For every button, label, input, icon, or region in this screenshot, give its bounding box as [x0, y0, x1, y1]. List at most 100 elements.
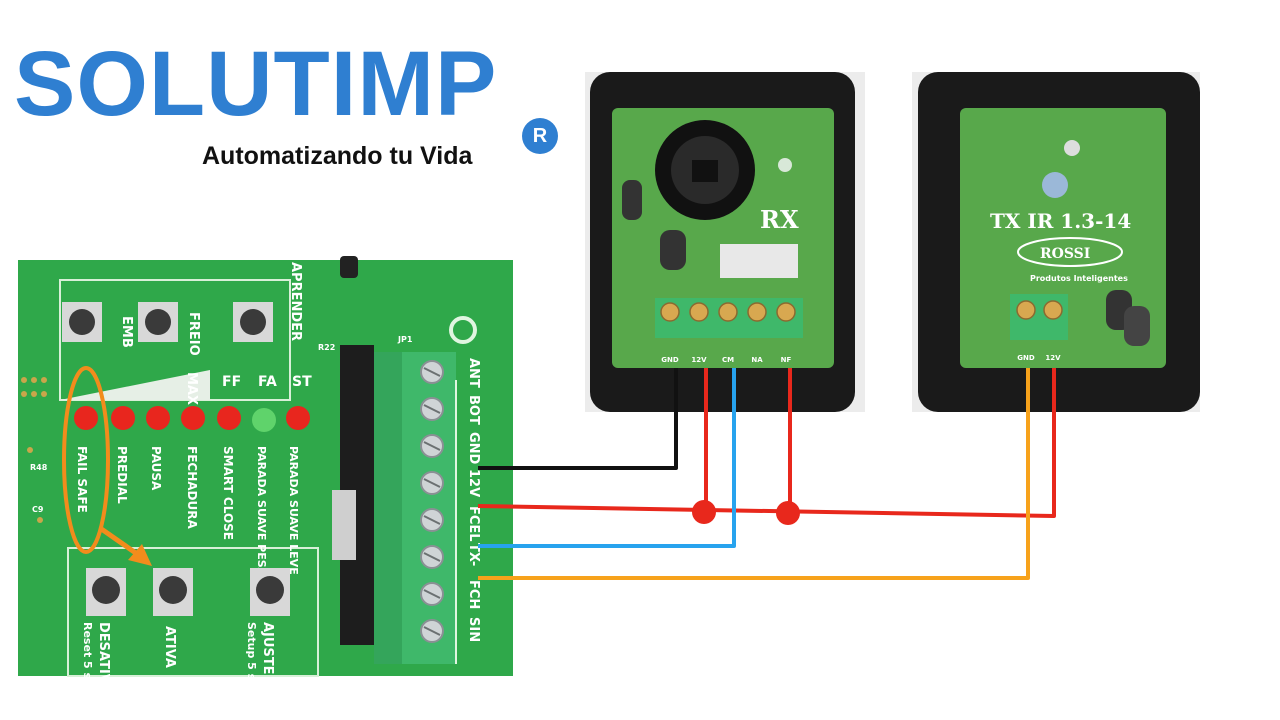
- label-setup: Setup 5 s: [245, 622, 258, 681]
- board-terminal-screw: [420, 619, 444, 643]
- label-ativa: ATIVA: [162, 626, 177, 668]
- junction-dot-2: [776, 501, 800, 525]
- tx-logo-outline: [1017, 237, 1123, 267]
- led-predial: [111, 406, 135, 430]
- tx-terminal-label: 12V: [1045, 354, 1061, 362]
- rx-terminal-screw: [747, 302, 767, 322]
- board-terminal-label: FCEL: [466, 506, 481, 542]
- crystal: [332, 490, 356, 560]
- label-predial: PREDIAL: [115, 446, 129, 504]
- label-emb: EMB: [119, 316, 134, 348]
- rx-terminal-screw: [776, 302, 796, 322]
- rx-terminal-screw: [660, 302, 680, 322]
- wire-tx-orange: [478, 368, 1030, 580]
- button-ativa[interactable]: [153, 568, 193, 616]
- wire-gnd-black: [478, 368, 678, 470]
- rx-led: [778, 158, 792, 172]
- led-fa: [252, 408, 276, 432]
- registered-mark: R: [522, 118, 558, 154]
- led-row: [74, 406, 310, 432]
- tx-logo: ROSSI: [1040, 246, 1090, 262]
- tx-terminal-screws: [1016, 300, 1063, 320]
- top-panel-outline: [59, 279, 291, 401]
- rx-capacitor-1: [622, 180, 642, 220]
- board-terminal-screw: [420, 545, 444, 569]
- tx-logo-sub: Produtos Inteligentes: [1030, 274, 1128, 283]
- terminal-screws: [420, 360, 444, 643]
- label-st: ST: [292, 374, 312, 390]
- brand-tagline: Automatizando tu Vida: [202, 142, 473, 170]
- led-fail-safe: [74, 406, 98, 430]
- rx-relay: [720, 244, 798, 278]
- label-pausa: PAUSA: [149, 446, 163, 491]
- tx-led: [1064, 140, 1080, 156]
- label-freio: FREIO: [186, 312, 201, 356]
- board-terminal-screw: [420, 508, 444, 532]
- rx-terminal-screws: [660, 302, 796, 322]
- rx-terminal-screw: [689, 302, 709, 322]
- board-terminal-label: GND: [466, 432, 481, 465]
- wires: [477, 368, 1056, 580]
- board-terminal-label: ANT: [466, 358, 481, 388]
- tx-terminal-label: GND: [1017, 354, 1035, 362]
- board-terminal-screw: [420, 434, 444, 458]
- junction-dot-1: [692, 500, 716, 524]
- label-ajuste: AJUSTE: [260, 622, 275, 675]
- board-terminal-label: BOT: [466, 395, 481, 425]
- label-parada-suave-pesada: PARADA SUAVE PESADA: [255, 446, 268, 594]
- led-fechadura: [181, 406, 205, 430]
- label-ff: FF: [222, 374, 241, 390]
- rx-terminal-label: GND: [661, 356, 679, 364]
- board-terminal-label: FCH: [466, 580, 481, 609]
- board-terminal-label: SIN: [466, 617, 481, 642]
- board-terminal-screw: [420, 397, 444, 421]
- board-terminal-screw: [420, 360, 444, 384]
- silk-jp1: JP1: [397, 335, 413, 344]
- tx-terminal-screw: [1043, 300, 1063, 320]
- tx-terminal-screw: [1016, 300, 1036, 320]
- rx-terminal-label: CM: [722, 356, 734, 364]
- transistor: [340, 256, 358, 278]
- led-st: [286, 406, 310, 430]
- board-terminal-screw: [420, 471, 444, 495]
- rx-terminal-label: NA: [751, 356, 763, 364]
- tx-title: TX IR 1.3-14: [990, 209, 1131, 233]
- tx-terminal-labels: GND 12V: [1017, 354, 1061, 362]
- button-emb[interactable]: [62, 302, 102, 342]
- button-desativa[interactable]: [86, 568, 126, 616]
- tx-module: TX IR 1.3-14 ROSSI Produtos Inteligentes…: [912, 72, 1200, 412]
- label-smart-close: SMART CLOSE: [221, 446, 235, 540]
- rx-title: RX: [760, 205, 799, 234]
- silk-r48: R48: [30, 463, 48, 472]
- led-pausa: [146, 406, 170, 430]
- wire-12v-red-main: [477, 368, 1056, 518]
- label-fail-safe: FAIL SAFE: [75, 446, 89, 513]
- silk-r22: R22: [318, 343, 335, 352]
- brand-logo: SOLUTIMP: [14, 33, 498, 135]
- highlight-arrowhead: [128, 544, 152, 566]
- button-aprender[interactable]: [233, 302, 273, 342]
- board-terminal-label: 12V: [466, 469, 481, 497]
- tx-capacitor-2: [1124, 306, 1150, 346]
- label-desativa: DESATIVA: [96, 622, 111, 693]
- silk-c9: C9: [32, 505, 44, 514]
- rx-terminal-label: NF: [781, 356, 792, 364]
- highlight-arrow: [98, 525, 142, 559]
- rx-capacitor-2: [660, 230, 686, 270]
- button-freio[interactable]: [138, 302, 178, 342]
- label-reset: Reset 5 s: [81, 622, 94, 680]
- control-board: EMB FREIO APRENDER MAX FF FA ST FAIL SAF…: [18, 256, 513, 693]
- label-aprender: APRENDER: [288, 262, 303, 341]
- button-ajuste[interactable]: [250, 568, 290, 616]
- bottom-panel-outline: [67, 547, 319, 677]
- label-fechadura: FECHADURA: [185, 446, 199, 529]
- label-max: MAX: [184, 372, 199, 405]
- highlight-ellipse: [62, 366, 110, 554]
- speed-ramp-marker: [60, 370, 210, 400]
- label-fa: FA: [258, 374, 277, 390]
- wire-fcel-blue: [478, 368, 736, 548]
- board-terminal-screw: [420, 582, 444, 606]
- label-parada-suave-leve: PARADA SUAVE LEVE: [287, 446, 300, 575]
- tx-ir-emitter: [1042, 172, 1068, 198]
